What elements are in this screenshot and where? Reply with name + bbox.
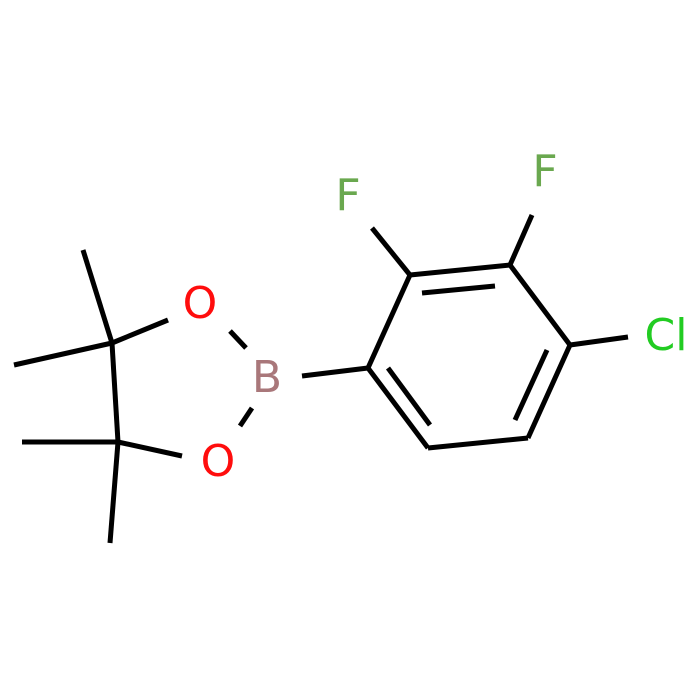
bond-c3-f (507, 213, 535, 267)
bond-c-c-ring (109, 342, 121, 443)
atom-boron: B (252, 352, 282, 403)
bond-c1-c2 (365, 273, 413, 370)
bond-c4-cl (569, 334, 629, 348)
bond-c3-c4 (508, 263, 572, 347)
atom-oxygen-2: O (201, 436, 236, 487)
bond-c2-c3 (409, 262, 511, 278)
bond-c6-c1 (366, 366, 430, 450)
bond-c4-c5 (525, 343, 573, 440)
atom-fluorine-1: F (335, 170, 360, 221)
bond-double-c6-c1 (385, 366, 433, 427)
bond-b-o2 (237, 406, 255, 428)
bond-c2-f (370, 226, 412, 277)
bond-o1-c (111, 317, 169, 346)
bond-c5-c6 (427, 435, 529, 451)
bond-c1-b (301, 365, 369, 379)
atom-oxygen-1: O (183, 278, 218, 329)
bond-double-c2-c3 (421, 283, 496, 296)
bond-methyl-4 (107, 441, 121, 544)
atom-fluorine-2: F (532, 146, 557, 197)
bond-o2-c (117, 439, 183, 459)
atom-chlorine: Cl (645, 310, 688, 361)
bond-double-c4-c5 (512, 348, 550, 422)
bond-b-o1 (228, 329, 248, 350)
bond-methyl-2 (13, 340, 113, 368)
bond-methyl-1 (80, 249, 115, 344)
